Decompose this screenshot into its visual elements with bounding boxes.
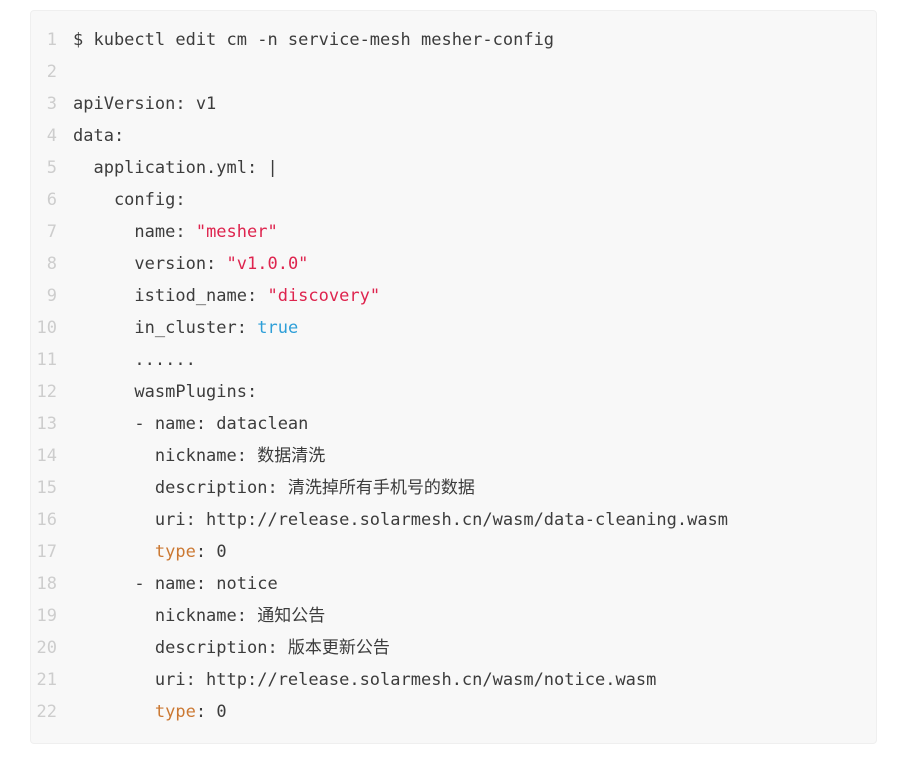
code-text: type: 0 (73, 696, 227, 728)
code-text: uri: http://release.solarmesh.cn/wasm/da… (73, 504, 728, 536)
code-token-plain: istiod_name: (73, 286, 268, 306)
line-number: 2 (46, 62, 57, 82)
line-number: 10 (36, 318, 57, 338)
code-line: 8 version: "v1.0.0" (31, 248, 876, 280)
code-token-plain: description: 清洗掉所有手机号的数据 (73, 478, 475, 498)
code-token-string: "discovery" (267, 286, 381, 306)
code-line: 2 (31, 56, 876, 88)
code-text: config: (73, 184, 186, 216)
code-token-plain: ...... (73, 350, 196, 370)
line-number: 19 (36, 606, 57, 626)
code-text: type: 0 (73, 536, 227, 568)
code-line: 10 in_cluster: true (31, 312, 876, 344)
code-text: - name: notice (73, 568, 278, 600)
code-token-plain (73, 702, 155, 722)
code-line: 21 uri: http://release.solarmesh.cn/wasm… (31, 664, 876, 696)
line-number: 20 (36, 638, 57, 658)
code-token-plain: version: (73, 254, 227, 274)
code-token-plain: wasmPlugins: (73, 382, 258, 402)
code-text: wasmPlugins: (73, 376, 257, 408)
code-line: 1 $ kubectl edit cm -n service-mesh meshe… (31, 24, 876, 56)
code-token-plain: nickname: 数据清洗 (73, 446, 326, 466)
code-text: uri: http://release.solarmesh.cn/wasm/no… (73, 664, 657, 696)
code-token-string: "mesher" (195, 222, 278, 242)
code-line: 5 application.yml: | (31, 152, 876, 184)
code-text: apiVersion: v1 (73, 88, 216, 120)
line-number: 5 (46, 158, 57, 178)
code-token-plain: - name: notice (73, 574, 278, 594)
code-text: description: 清洗掉所有手机号的数据 (73, 472, 475, 504)
line-number: 8 (46, 254, 57, 274)
line-number: 9 (46, 286, 57, 306)
code-text: application.yml: | (73, 152, 278, 184)
line-number: 13 (36, 414, 57, 434)
code-text: data: (73, 120, 124, 152)
code-token-string: "v1.0.0" (226, 254, 309, 274)
code-token-plain: in_cluster: (73, 318, 258, 338)
code-line: 4 data: (31, 120, 876, 152)
code-token-plain (73, 542, 155, 562)
code-token-plain: : 0 (195, 702, 227, 722)
code-token-keyword: type (154, 542, 196, 562)
line-number: 17 (36, 542, 57, 562)
code-text: in_cluster: true (73, 312, 298, 344)
code-line: 15 description: 清洗掉所有手机号的数据 (31, 472, 876, 504)
line-number: 6 (46, 190, 57, 210)
line-number: 11 (36, 350, 57, 370)
code-token-plain: uri: http://release.solarmesh.cn/wasm/da… (73, 510, 729, 530)
code-line: 22 type: 0 (31, 696, 876, 728)
code-line: 16 uri: http://release.solarmesh.cn/wasm… (31, 504, 876, 536)
line-number: 21 (36, 670, 57, 690)
line-number: 12 (36, 382, 57, 402)
code-text: - name: dataclean (73, 408, 308, 440)
code-token-keyword: type (154, 702, 196, 722)
code-line: 19 nickname: 通知公告 (31, 600, 876, 632)
code-token-boolean: true (257, 318, 299, 338)
line-number: 1 (46, 30, 57, 50)
code-line: 18 - name: notice (31, 568, 876, 600)
code-token-plain: data: (73, 126, 125, 146)
code-token-plain: uri: http://release.solarmesh.cn/wasm/no… (73, 670, 657, 690)
line-number: 22 (36, 702, 57, 722)
code-token-plain: description: 版本更新公告 (73, 638, 390, 658)
code-text: istiod_name: "discovery" (73, 280, 380, 312)
code-token-plain: name: (73, 222, 196, 242)
code-block: 1 $ kubectl edit cm -n service-mesh meshe… (30, 10, 877, 744)
code-token-plain: $ kubectl edit cm -n service-mesh mesher… (73, 30, 555, 50)
code-token-plain: application.yml: | (73, 158, 278, 178)
line-number: 14 (36, 446, 57, 466)
code-text: version: "v1.0.0" (73, 248, 308, 280)
code-text: nickname: 通知公告 (73, 600, 325, 632)
code-token-plain: nickname: 通知公告 (73, 606, 326, 626)
code-text: description: 版本更新公告 (73, 632, 390, 664)
code-token-plain: - name: dataclean (73, 414, 309, 434)
line-number: 4 (46, 126, 57, 146)
code-line: 11 ...... (31, 344, 876, 376)
code-line: 20 description: 版本更新公告 (31, 632, 876, 664)
code-line: 6 config: (31, 184, 876, 216)
code-line: 14 nickname: 数据清洗 (31, 440, 876, 472)
code-line: 13 - name: dataclean (31, 408, 876, 440)
code-token-plain: : 0 (195, 542, 227, 562)
line-number: 15 (36, 478, 57, 498)
code-line: 7 name: "mesher" (31, 216, 876, 248)
code-text: ...... (73, 344, 196, 376)
code-line: 9 istiod_name: "discovery" (31, 280, 876, 312)
code-line: 12 wasmPlugins: (31, 376, 876, 408)
code-line: 3 apiVersion: v1 (31, 88, 876, 120)
code-line: 17 type: 0 (31, 536, 876, 568)
line-number: 16 (36, 510, 57, 530)
line-number: 18 (36, 574, 57, 594)
line-number: 7 (46, 222, 57, 242)
code-token-plain: apiVersion: v1 (73, 94, 217, 114)
code-text: nickname: 数据清洗 (73, 440, 325, 472)
code-text: $ kubectl edit cm -n service-mesh mesher… (73, 24, 554, 56)
line-number: 3 (46, 94, 57, 114)
code-token-plain: config: (73, 190, 186, 210)
code-text: name: "mesher" (73, 216, 278, 248)
